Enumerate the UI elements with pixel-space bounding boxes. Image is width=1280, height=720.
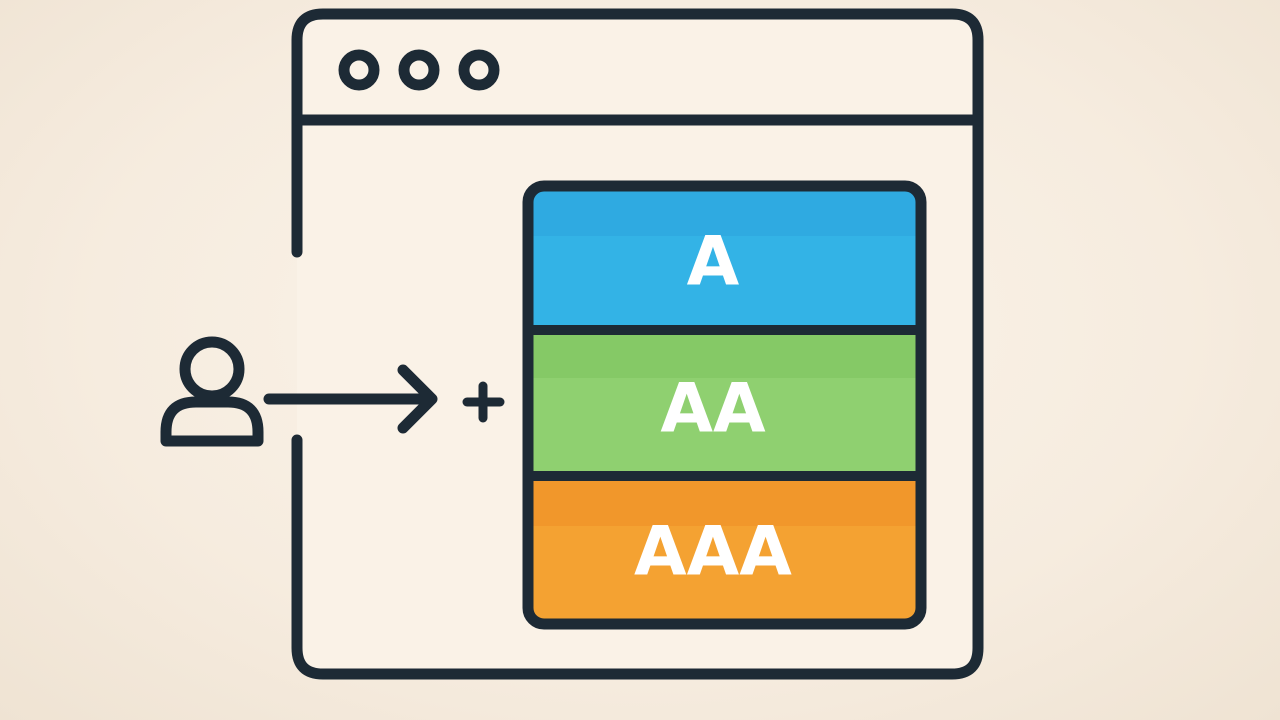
level-aaa-label: AAA xyxy=(634,513,792,592)
level-aa-label: AA xyxy=(660,370,766,449)
dot-icon[interactable] xyxy=(398,49,440,91)
plus-icon xyxy=(462,381,505,423)
arrow-right-icon xyxy=(263,364,438,434)
conformance-levels-stack: A AA AAA xyxy=(522,180,927,630)
window-frame xyxy=(291,8,984,680)
dot-icon[interactable] xyxy=(338,49,380,91)
level-a-label: A xyxy=(687,223,740,302)
user-icon xyxy=(160,336,264,447)
window-controls xyxy=(338,49,500,91)
dot-icon[interactable] xyxy=(458,49,500,91)
stack-border xyxy=(522,180,927,630)
